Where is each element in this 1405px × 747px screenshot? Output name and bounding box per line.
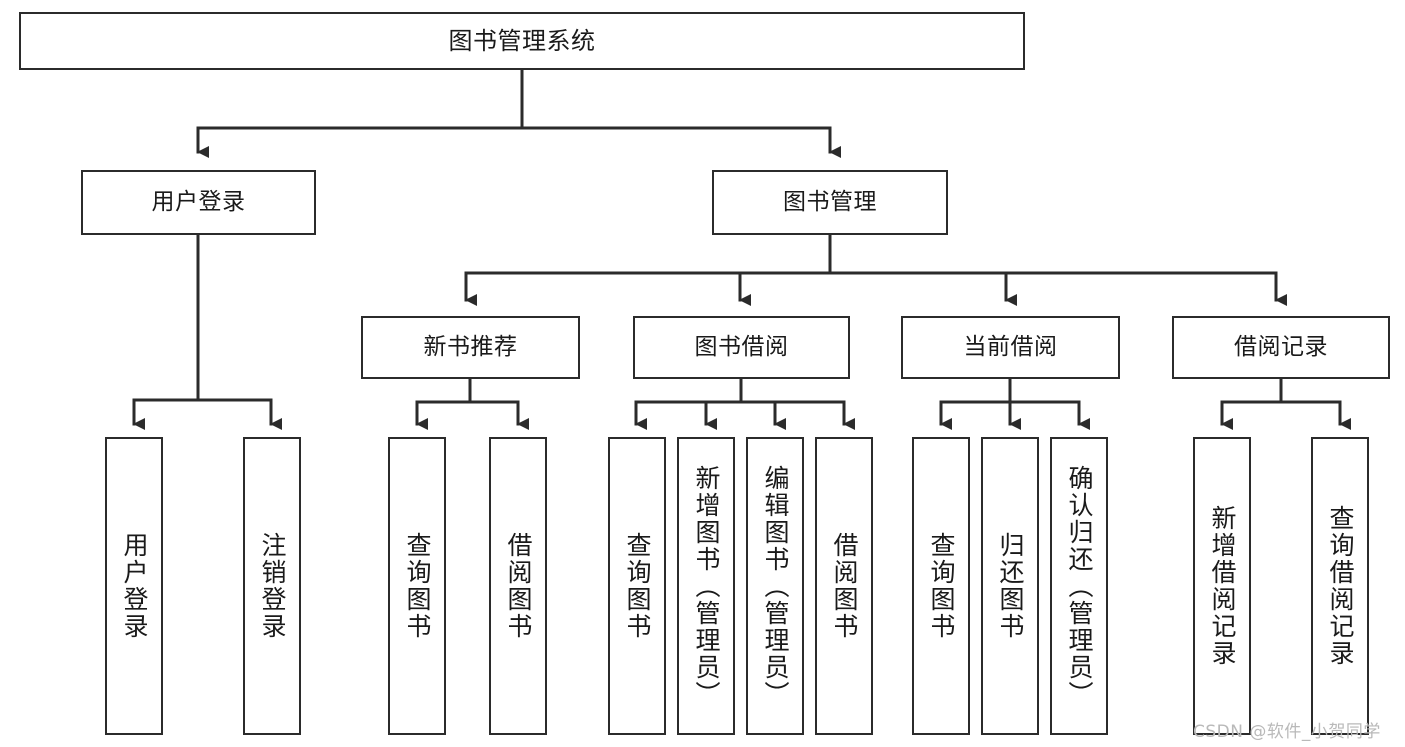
node-label: 查询图书	[623, 532, 652, 640]
node-book-borrow[interactable]: 图书借阅	[633, 316, 850, 379]
leaf-logout[interactable]: 注销登录	[243, 437, 301, 735]
node-label: 新增借阅记录	[1208, 505, 1237, 667]
node-new-book-recommend[interactable]: 新书推荐	[361, 316, 580, 379]
node-label: 借阅图书	[830, 532, 859, 640]
node-user-login[interactable]: 用户登录	[81, 170, 316, 235]
node-label: 新增图书（管理员）	[692, 464, 721, 708]
node-label: 查询借阅记录	[1326, 505, 1355, 667]
node-label: 借阅记录	[1234, 333, 1328, 360]
node-label: 借阅图书	[504, 532, 533, 640]
node-label: 查询图书	[403, 532, 432, 640]
node-label: 用户登录	[120, 532, 149, 640]
leaf-query-borrow-record[interactable]: 查询借阅记录	[1311, 437, 1369, 735]
node-label: 图书管理	[783, 188, 877, 215]
leaf-borrow-book[interactable]: 借阅图书	[815, 437, 873, 735]
node-label: 图书管理系统	[448, 26, 596, 55]
node-label: 确认归还（管理员）	[1065, 464, 1094, 708]
node-borrow-record[interactable]: 借阅记录	[1172, 316, 1390, 379]
node-label: 注销登录	[258, 532, 287, 640]
node-label: 编辑图书（管理员）	[761, 464, 790, 708]
leaf-return-book[interactable]: 归还图书	[981, 437, 1039, 735]
node-label: 用户登录	[151, 188, 246, 215]
node-label: 新书推荐	[423, 333, 518, 360]
node-label: 归还图书	[996, 532, 1025, 640]
leaf-query-book-borrow[interactable]: 查询图书	[608, 437, 666, 735]
node-current-borrow[interactable]: 当前借阅	[901, 316, 1120, 379]
node-label: 查询图书	[927, 532, 956, 640]
leaf-query-book-current[interactable]: 查询图书	[912, 437, 970, 735]
leaf-add-book-admin[interactable]: 新增图书（管理员）	[677, 437, 735, 735]
leaf-query-book-recommend[interactable]: 查询图书	[388, 437, 446, 735]
leaf-confirm-return-admin[interactable]: 确认归还（管理员）	[1050, 437, 1108, 735]
leaf-user-login[interactable]: 用户登录	[105, 437, 163, 735]
node-root-book-management-system[interactable]: 图书管理系统	[19, 12, 1025, 70]
node-label: 图书借阅	[694, 333, 789, 360]
node-book-management[interactable]: 图书管理	[712, 170, 948, 235]
leaf-borrow-book-recommend[interactable]: 借阅图书	[489, 437, 547, 735]
watermark: CSDN @软件_小贺同学	[1193, 722, 1381, 742]
leaf-edit-book-admin[interactable]: 编辑图书（管理员）	[746, 437, 804, 735]
leaf-add-borrow-record[interactable]: 新增借阅记录	[1193, 437, 1251, 735]
node-label: 当前借阅	[963, 333, 1058, 360]
